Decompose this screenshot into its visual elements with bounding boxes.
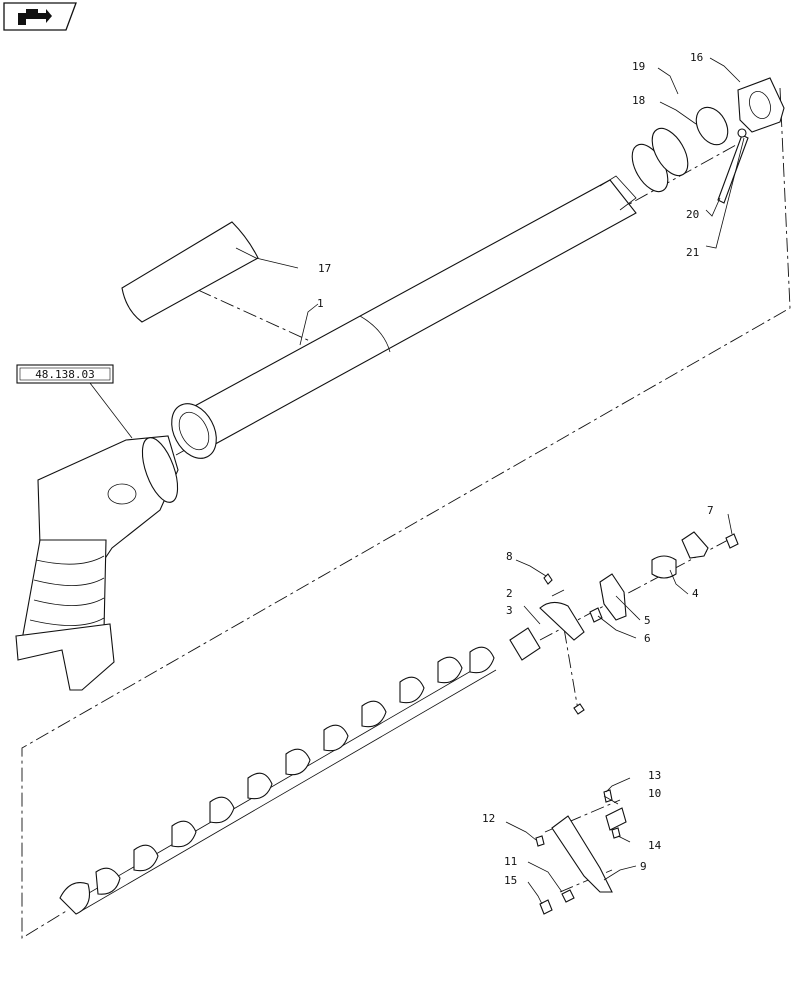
callout-14: 14 bbox=[648, 839, 662, 852]
callout-21: 21 bbox=[686, 246, 699, 259]
leader-lines bbox=[235, 57, 745, 905]
end-rings bbox=[631, 106, 729, 193]
tube-shield bbox=[121, 221, 259, 323]
callout-11: 11 bbox=[504, 855, 517, 868]
callout-17: 17 bbox=[318, 262, 331, 275]
callout-5: 5 bbox=[644, 614, 651, 627]
callout-13: 13 bbox=[648, 769, 661, 782]
callout-8: 8 bbox=[506, 550, 513, 563]
end-cap bbox=[737, 77, 785, 133]
bearing-assembly bbox=[539, 531, 739, 715]
callout-16: 16 bbox=[690, 51, 703, 64]
reference-label[interactable]: 48.138.03 bbox=[16, 364, 133, 439]
callouts: 1 2 3 4 5 6 7 8 9 10 11 12 13 14 15 16 1… bbox=[317, 51, 714, 887]
auger-flighting bbox=[59, 627, 541, 915]
auger-tube bbox=[171, 175, 637, 459]
page-navigation-arrow-icon bbox=[18, 9, 52, 25]
reference-label-text: 48.138.03 bbox=[35, 368, 95, 381]
mounting-bracket bbox=[535, 789, 627, 915]
gearbox-housing bbox=[15, 435, 179, 691]
callout-7: 7 bbox=[707, 504, 714, 517]
callout-15: 15 bbox=[504, 874, 517, 887]
callout-4: 4 bbox=[692, 587, 699, 600]
callout-1: 1 bbox=[317, 297, 324, 310]
callout-12: 12 bbox=[482, 812, 495, 825]
callout-19: 19 bbox=[632, 60, 645, 73]
callout-3: 3 bbox=[506, 604, 513, 617]
page-navigation-button[interactable] bbox=[3, 2, 77, 31]
callout-18: 18 bbox=[632, 94, 645, 107]
callout-20: 20 bbox=[686, 208, 699, 221]
callout-10: 10 bbox=[648, 787, 661, 800]
callout-6: 6 bbox=[644, 632, 651, 645]
callout-2: 2 bbox=[506, 587, 513, 600]
callout-9: 9 bbox=[640, 860, 647, 873]
